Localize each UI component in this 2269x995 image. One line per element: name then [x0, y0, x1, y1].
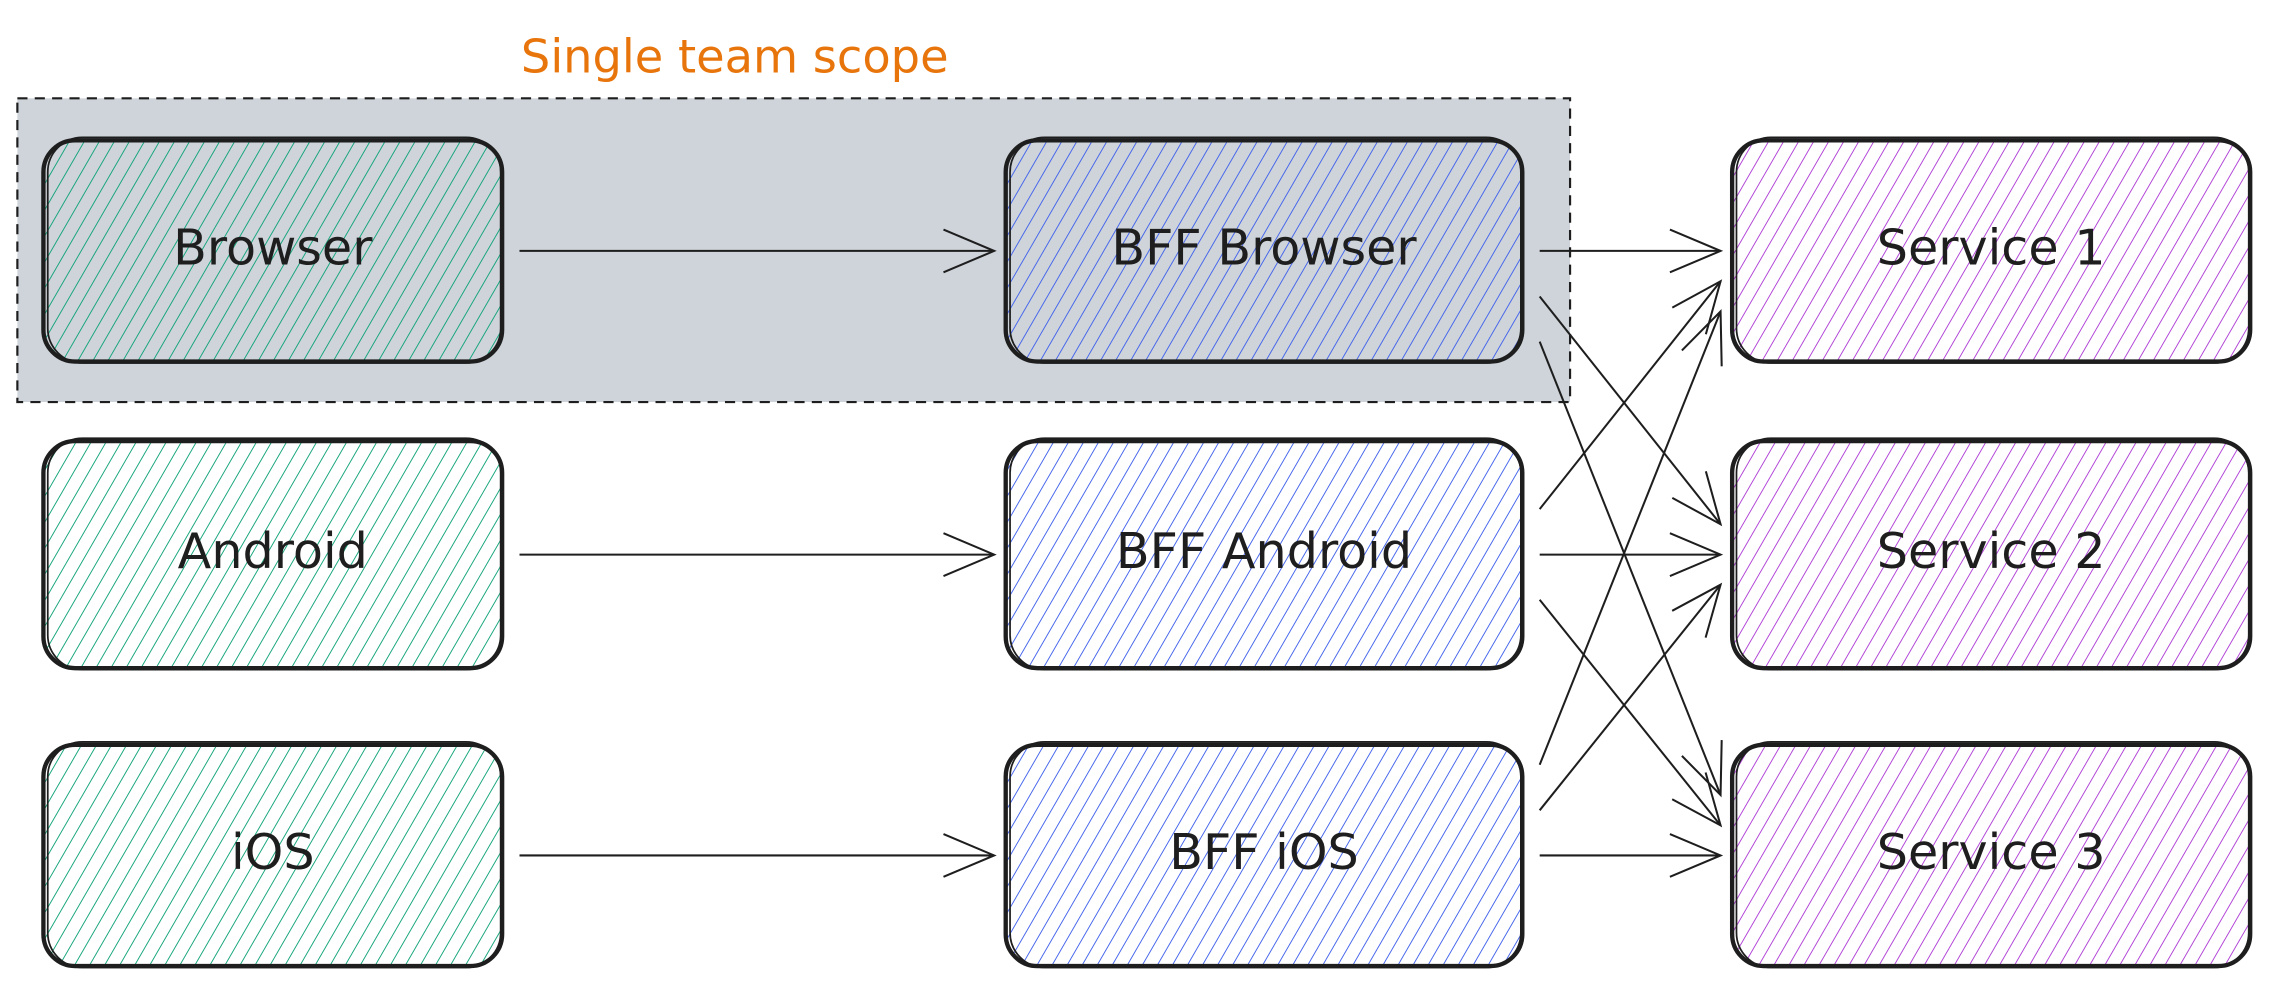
arrowhead-icon	[1671, 582, 1723, 638]
service-1-box	[1729, 138, 2253, 364]
bff-browser-box	[1003, 138, 1525, 364]
android-label: Android	[178, 522, 368, 580]
arrowhead-icon	[1671, 471, 1723, 527]
bff-android-label: BFF Android	[1116, 522, 1412, 580]
service-3-label: Service 3	[1877, 823, 2106, 881]
single-team-scope-label: Single team scope	[521, 29, 949, 83]
service-1-box-sketch-stroke	[1735, 136, 2250, 364]
browser-label: Browser	[173, 218, 373, 276]
arrow-line	[1538, 280, 1722, 510]
edge-android-to-bff-android[interactable]	[519, 532, 997, 577]
edge-ios-to-bff-ios[interactable]	[519, 833, 997, 878]
android-box	[41, 438, 505, 671]
service-3-box	[1729, 742, 2253, 969]
edge-bff-ios-to-service-2[interactable]	[1538, 582, 1723, 811]
arrow-line	[1538, 584, 1722, 811]
edges	[519, 228, 1724, 878]
arrowhead-icon	[1669, 532, 1724, 577]
service-1-label: Service 1	[1877, 218, 2106, 276]
edge-bff-browser-to-service-3[interactable]	[1538, 341, 1723, 798]
arrowhead-icon	[1681, 308, 1723, 367]
arrowhead-icon	[1669, 228, 1724, 274]
arrow-line	[1538, 341, 1722, 796]
bff-android-box-sketch-stroke	[1009, 437, 1522, 671]
node-ios[interactable]: iOS	[41, 741, 505, 969]
node-browser[interactable]: Browser	[41, 136, 505, 364]
arrowhead-icon	[1671, 279, 1723, 335]
edge-bff-android-to-service-3[interactable]	[1538, 599, 1723, 828]
arrow-line	[1538, 310, 1722, 766]
bff-browser-box-sketch-stroke	[1009, 136, 1522, 364]
edge-browser-to-bff-browser[interactable]	[519, 228, 997, 274]
bff-ios-box	[1003, 742, 1525, 969]
bff-ios-label: BFF iOS	[1169, 823, 1359, 881]
node-service-3[interactable]: Service 3	[1729, 741, 2253, 969]
ios-label: iOS	[231, 823, 315, 881]
arrowhead-icon	[1669, 833, 1724, 878]
node-service-1[interactable]: Service 1	[1729, 136, 2253, 364]
arrowhead-icon	[1681, 740, 1723, 798]
service-2-label: Service 2	[1877, 522, 2106, 580]
arrowhead-icon	[943, 228, 997, 274]
edge-bff-ios-to-service-1[interactable]	[1538, 308, 1723, 766]
bff-ios-box-sketch-stroke	[1009, 741, 1522, 969]
ios-box-sketch-stroke	[46, 741, 502, 969]
edge-bff-android-to-service-1[interactable]	[1538, 279, 1723, 510]
arrow-line	[1538, 599, 1722, 826]
android-box-sketch-stroke	[46, 437, 502, 671]
bff-android-box	[1003, 438, 1525, 671]
browser-box	[41, 138, 505, 364]
edge-bff-browser-to-service-2[interactable]	[1538, 295, 1723, 527]
arrow-line	[1538, 295, 1722, 525]
arrowhead-icon	[943, 532, 997, 577]
bff-browser-label: BFF Browser	[1111, 218, 1417, 276]
node-bff-android[interactable]: BFF Android	[1003, 437, 1525, 671]
edge-bff-browser-to-service-1[interactable]	[1539, 228, 1724, 274]
node-bff-ios[interactable]: BFF iOS	[1003, 741, 1525, 969]
arrowhead-icon	[1671, 772, 1723, 828]
edge-bff-ios-to-service-3[interactable]	[1539, 833, 1724, 878]
arrowhead-icon	[943, 833, 997, 878]
service-3-box-sketch-stroke	[1735, 741, 2250, 969]
node-android[interactable]: Android	[41, 437, 505, 671]
browser-box-sketch-stroke	[46, 136, 502, 364]
ios-box	[41, 742, 505, 969]
service-2-box	[1729, 438, 2253, 671]
service-2-box-sketch-stroke	[1735, 437, 2250, 671]
node-bff-browser[interactable]: BFF Browser	[1003, 136, 1525, 364]
node-service-2[interactable]: Service 2	[1729, 437, 2253, 671]
edge-bff-android-to-service-2[interactable]	[1539, 532, 1724, 577]
